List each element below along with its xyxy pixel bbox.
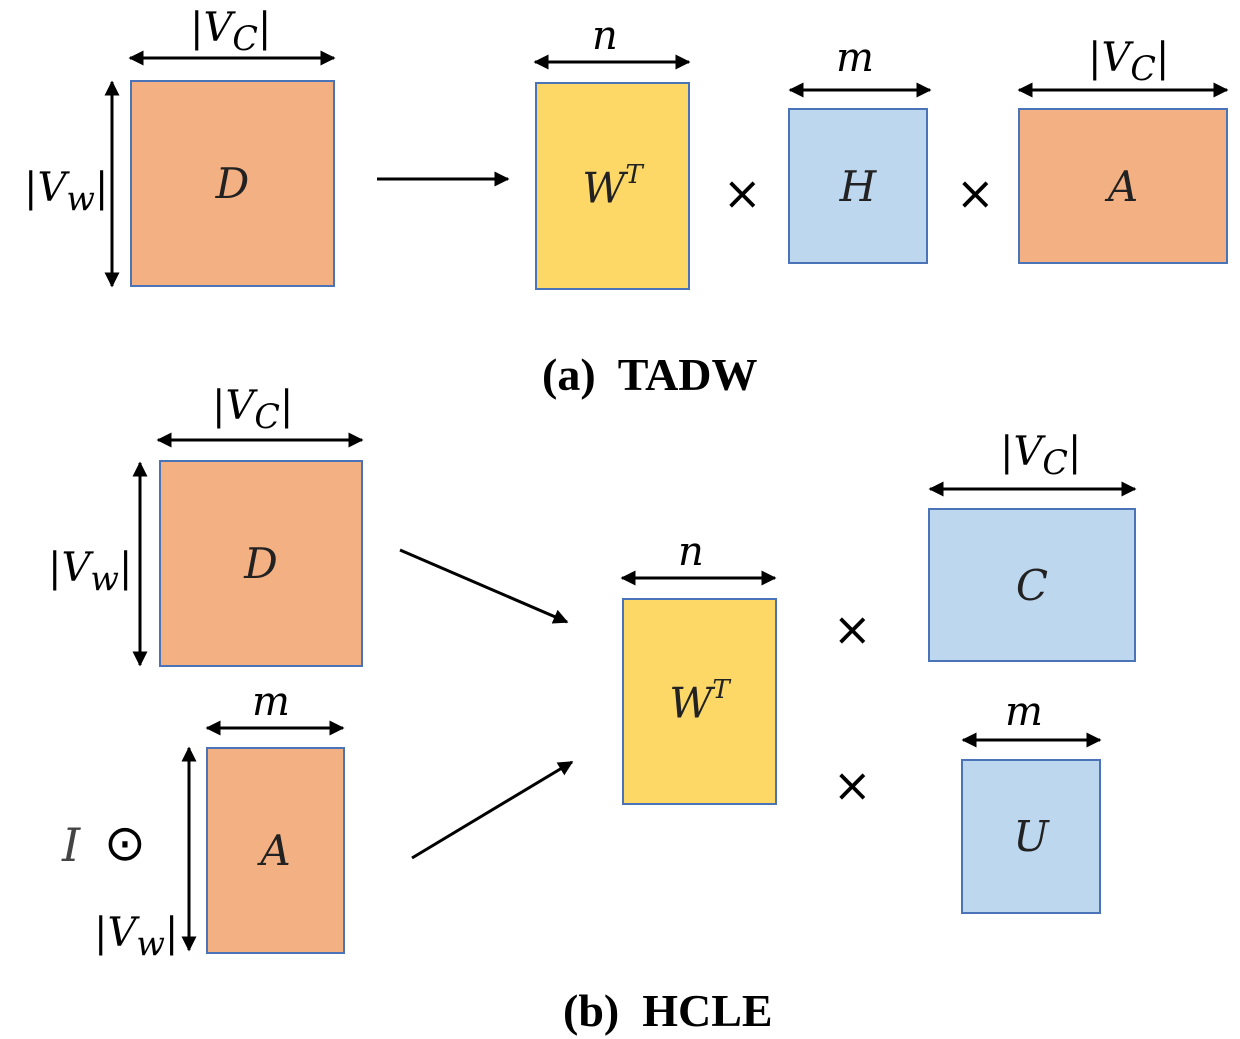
- hadamard-operator: ⊙: [104, 814, 146, 872]
- times-operator-a-2: ×: [956, 166, 995, 220]
- times-operator-b-2: ×: [833, 758, 872, 812]
- flow-arrow-b-top: [399, 548, 569, 624]
- matrix-label-h: H: [839, 161, 877, 211]
- matrix-a-h: H: [788, 108, 928, 264]
- identity-symbol: I: [62, 818, 81, 872]
- dim-label-b-u-width: m: [1005, 689, 1043, 735]
- caption-tadw: (a) TADW: [542, 349, 758, 400]
- caption-hcle: (b) HCLE: [563, 985, 773, 1036]
- times-operator-b-1: ×: [833, 602, 872, 656]
- dim-label-b-w-width: n: [678, 529, 704, 575]
- matrix-label-d: D: [244, 539, 278, 588]
- flow-arrow-b-bottom: [411, 760, 574, 860]
- matrix-a-a: A: [1018, 108, 1228, 264]
- matrix-label-w-transpose: WT: [669, 675, 730, 728]
- matrix-label-u: U: [1013, 812, 1049, 861]
- dim-label-a-a-width: |VC|: [1088, 35, 1170, 88]
- dim-label-b-c-width: |VC|: [1000, 429, 1082, 482]
- matrix-a-d: D: [130, 80, 335, 287]
- matrix-b-d: D: [159, 460, 363, 667]
- dim-label-b-a-height: |Vw|: [94, 910, 179, 963]
- matrix-a-w: WT: [535, 82, 690, 290]
- matrix-label-a: A: [260, 826, 291, 875]
- matrix-label-w-transpose: WT: [582, 159, 643, 213]
- dim-label-a-w-width: n: [592, 13, 618, 59]
- dim-label-a-h-width: m: [836, 35, 874, 81]
- matrix-b-w: WT: [622, 598, 777, 805]
- matrix-b-u: U: [961, 759, 1101, 914]
- matrix-b-a: A: [206, 747, 345, 954]
- matrix-b-c: C: [928, 508, 1136, 662]
- dim-label-b-d-height: |Vw|: [48, 545, 133, 598]
- matrix-label-d: D: [215, 159, 250, 208]
- dim-label-a-d-height: |Vw|: [24, 165, 109, 218]
- matrix-label-a: A: [1107, 161, 1139, 211]
- dim-label-a-d-width: |VC|: [190, 5, 272, 58]
- dim-label-b-d-width: |VC|: [212, 383, 294, 436]
- dim-label-b-a-width: m: [252, 679, 290, 725]
- matrix-label-c: C: [1015, 560, 1049, 610]
- times-operator-a-1: ×: [723, 166, 762, 220]
